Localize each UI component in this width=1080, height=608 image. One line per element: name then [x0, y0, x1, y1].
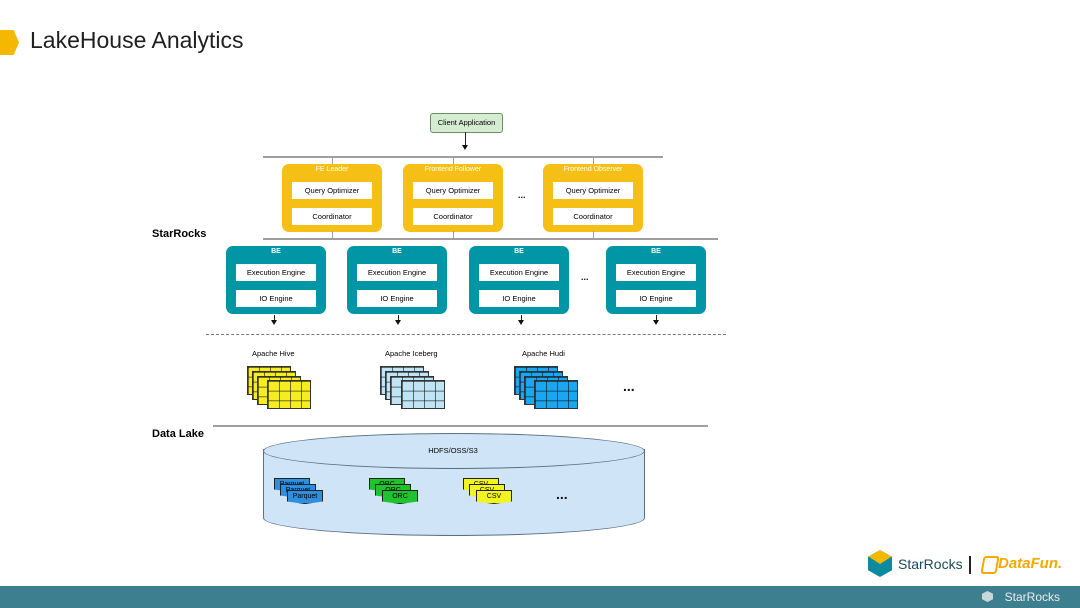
- data-lake-line: [213, 425, 708, 427]
- fe-node-header: Frontend Observer: [563, 166, 623, 173]
- be-connector: [521, 315, 522, 320]
- fe-leader-node: FE Leader Query Optimizer Coordinator: [282, 164, 382, 232]
- starrocks-section-label: StarRocks: [152, 228, 207, 240]
- file-icon: CSV: [476, 490, 512, 504]
- be-node: BE Execution Engine IO Engine: [226, 246, 326, 314]
- file-format-ellipsis: ...: [556, 486, 568, 502]
- down-arrow-icon: [395, 320, 401, 325]
- fe-connector: [593, 157, 594, 165]
- down-arrow-icon: [653, 320, 659, 325]
- title-accent-tab: [0, 30, 19, 55]
- coordinator-box: Coordinator: [292, 208, 372, 225]
- coordinator-box: Coordinator: [553, 208, 633, 225]
- be-node: BE Execution Engine IO Engine: [347, 246, 447, 314]
- storage-cylinder-top: [263, 433, 645, 469]
- coordinator-box: Coordinator: [413, 208, 493, 225]
- table-grid-icon: [401, 380, 445, 409]
- fe-to-bus-connector: [453, 231, 454, 238]
- execution-engine-box: Execution Engine: [479, 264, 559, 281]
- table-grid-icon: [534, 380, 578, 409]
- io-engine-box: IO Engine: [357, 290, 437, 307]
- down-arrow-icon: [462, 145, 468, 150]
- be-connector: [398, 315, 399, 320]
- starrocks-logo-text: StarRocks: [898, 556, 963, 572]
- apache-iceberg-label: Apache Iceberg: [385, 349, 438, 358]
- be-connector: [274, 315, 275, 320]
- be-connector: [656, 315, 657, 320]
- frontend-follower-node: Frontend Follower Query Optimizer Coordi…: [403, 164, 503, 232]
- starrocks-footer-icon: [982, 591, 993, 602]
- be-ellipsis: ...: [581, 272, 589, 282]
- fe-to-bus-connector: [593, 231, 594, 238]
- fe-to-bus-connector: [332, 231, 333, 238]
- be-node-header: BE: [651, 248, 661, 255]
- datafun-logo-icon: [980, 556, 1000, 574]
- be-node: BE Execution Engine IO Engine: [606, 246, 706, 314]
- logo-divider: [969, 556, 971, 574]
- be-node-header: BE: [514, 248, 524, 255]
- apache-hive-label: Apache Hive: [252, 349, 295, 358]
- frontend-observer-node: Frontend Observer Query Optimizer Coordi…: [543, 164, 643, 232]
- apache-hudi-label: Apache Hudi: [522, 349, 565, 358]
- frontend-bus-line: [263, 156, 663, 158]
- table-grid-icon: [267, 380, 311, 409]
- io-engine-box: IO Engine: [236, 290, 316, 307]
- execution-engine-box: Execution Engine: [236, 264, 316, 281]
- io-engine-box: IO Engine: [479, 290, 559, 307]
- storage-label: HDFS/OSS/S3: [428, 446, 478, 455]
- down-arrow-icon: [518, 320, 524, 325]
- fe-node-header: Frontend Follower: [424, 166, 482, 173]
- starrocks-logo-icon: [868, 550, 892, 577]
- execution-engine-box: Execution Engine: [357, 264, 437, 281]
- footer-bar: [0, 586, 1080, 608]
- client-application-box: Client Application: [430, 113, 503, 133]
- file-icon: Parquet: [287, 490, 323, 504]
- execution-engine-box: Execution Engine: [616, 264, 696, 281]
- io-engine-box: IO Engine: [616, 290, 696, 307]
- layer-separator: [206, 334, 726, 335]
- fe-ellipsis: ...: [518, 190, 526, 200]
- data-lake-section-label: Data Lake: [152, 428, 204, 440]
- be-node-header: BE: [271, 248, 281, 255]
- slide-title: LakeHouse Analytics: [30, 27, 244, 53]
- fe-connector: [453, 157, 454, 165]
- file-icon: ORC: [382, 490, 418, 504]
- table-format-ellipsis: ...: [623, 378, 635, 394]
- footer-brand: StarRocks: [1004, 590, 1060, 604]
- query-optimizer-box: Query Optimizer: [553, 182, 633, 199]
- query-optimizer-box: Query Optimizer: [413, 182, 493, 199]
- fe-connector: [332, 157, 333, 165]
- fe-node-header: FE Leader: [315, 166, 349, 173]
- be-node: BE Execution Engine IO Engine: [469, 246, 569, 314]
- datafun-logo-text: DataFun.: [998, 555, 1063, 572]
- backend-bus-line: [263, 238, 718, 240]
- down-arrow-icon: [271, 320, 277, 325]
- be-node-header: BE: [392, 248, 402, 255]
- client-connector: [465, 132, 466, 145]
- query-optimizer-box: Query Optimizer: [292, 182, 372, 199]
